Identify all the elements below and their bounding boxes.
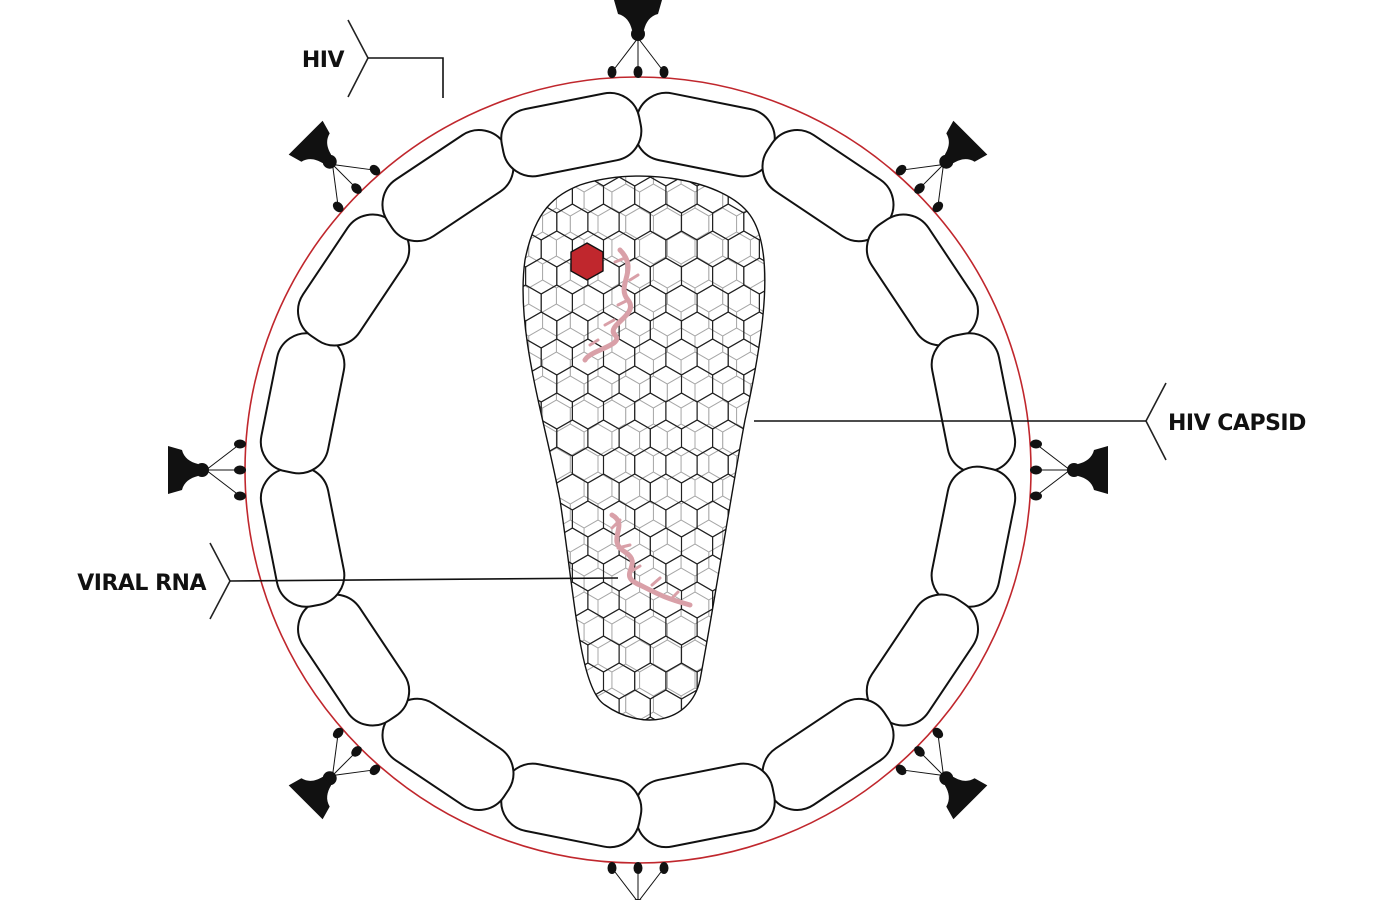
rna-strand-lower [609,512,693,608]
label-hiv-capsid: HIV CAPSID [1168,411,1306,436]
spike-glycoprotein-icon [607,862,669,900]
callout-hiv-capsid: HIV CAPSID [754,382,1372,461]
viral-envelope [244,76,1032,864]
matrix-protein-capsule [633,762,776,849]
spike-glycoprotein-icon [288,120,381,213]
matrix-protein-capsule [259,465,346,608]
spike-glycoprotein-icon [168,439,246,501]
matrix-protein-ring [259,91,1017,849]
callout-viral-rna: VIRAL RNA [4,542,619,620]
hiv-capsid [522,175,766,721]
callout-hiv: HIV [145,19,444,98]
spike-glycoprotein-icon [895,120,988,213]
capsid-outline [522,175,766,721]
spike-glycoprotein-icon [895,727,988,820]
rna-strand-upper [582,247,633,363]
capsid-mesh-front [523,176,765,720]
matrix-protein-capsule [259,332,346,475]
highlighted-capsomer-hexagon [570,242,604,281]
matrix-protein-capsule [930,332,1017,475]
matrix-protein-capsule [633,91,776,178]
glycoprotein-spikes [168,0,1108,900]
spike-glycoprotein-icon [1030,439,1108,501]
spike-glycoprotein-icon [607,0,669,78]
matrix-protein-capsule [500,91,643,178]
matrix-protein-capsule [930,465,1017,608]
label-viral-rna: VIRAL RNA [77,571,206,596]
viral-rna [582,247,693,608]
spike-glycoprotein-icon [288,727,381,820]
label-hiv: HIV [302,48,345,73]
matrix-protein-capsule [500,762,643,849]
